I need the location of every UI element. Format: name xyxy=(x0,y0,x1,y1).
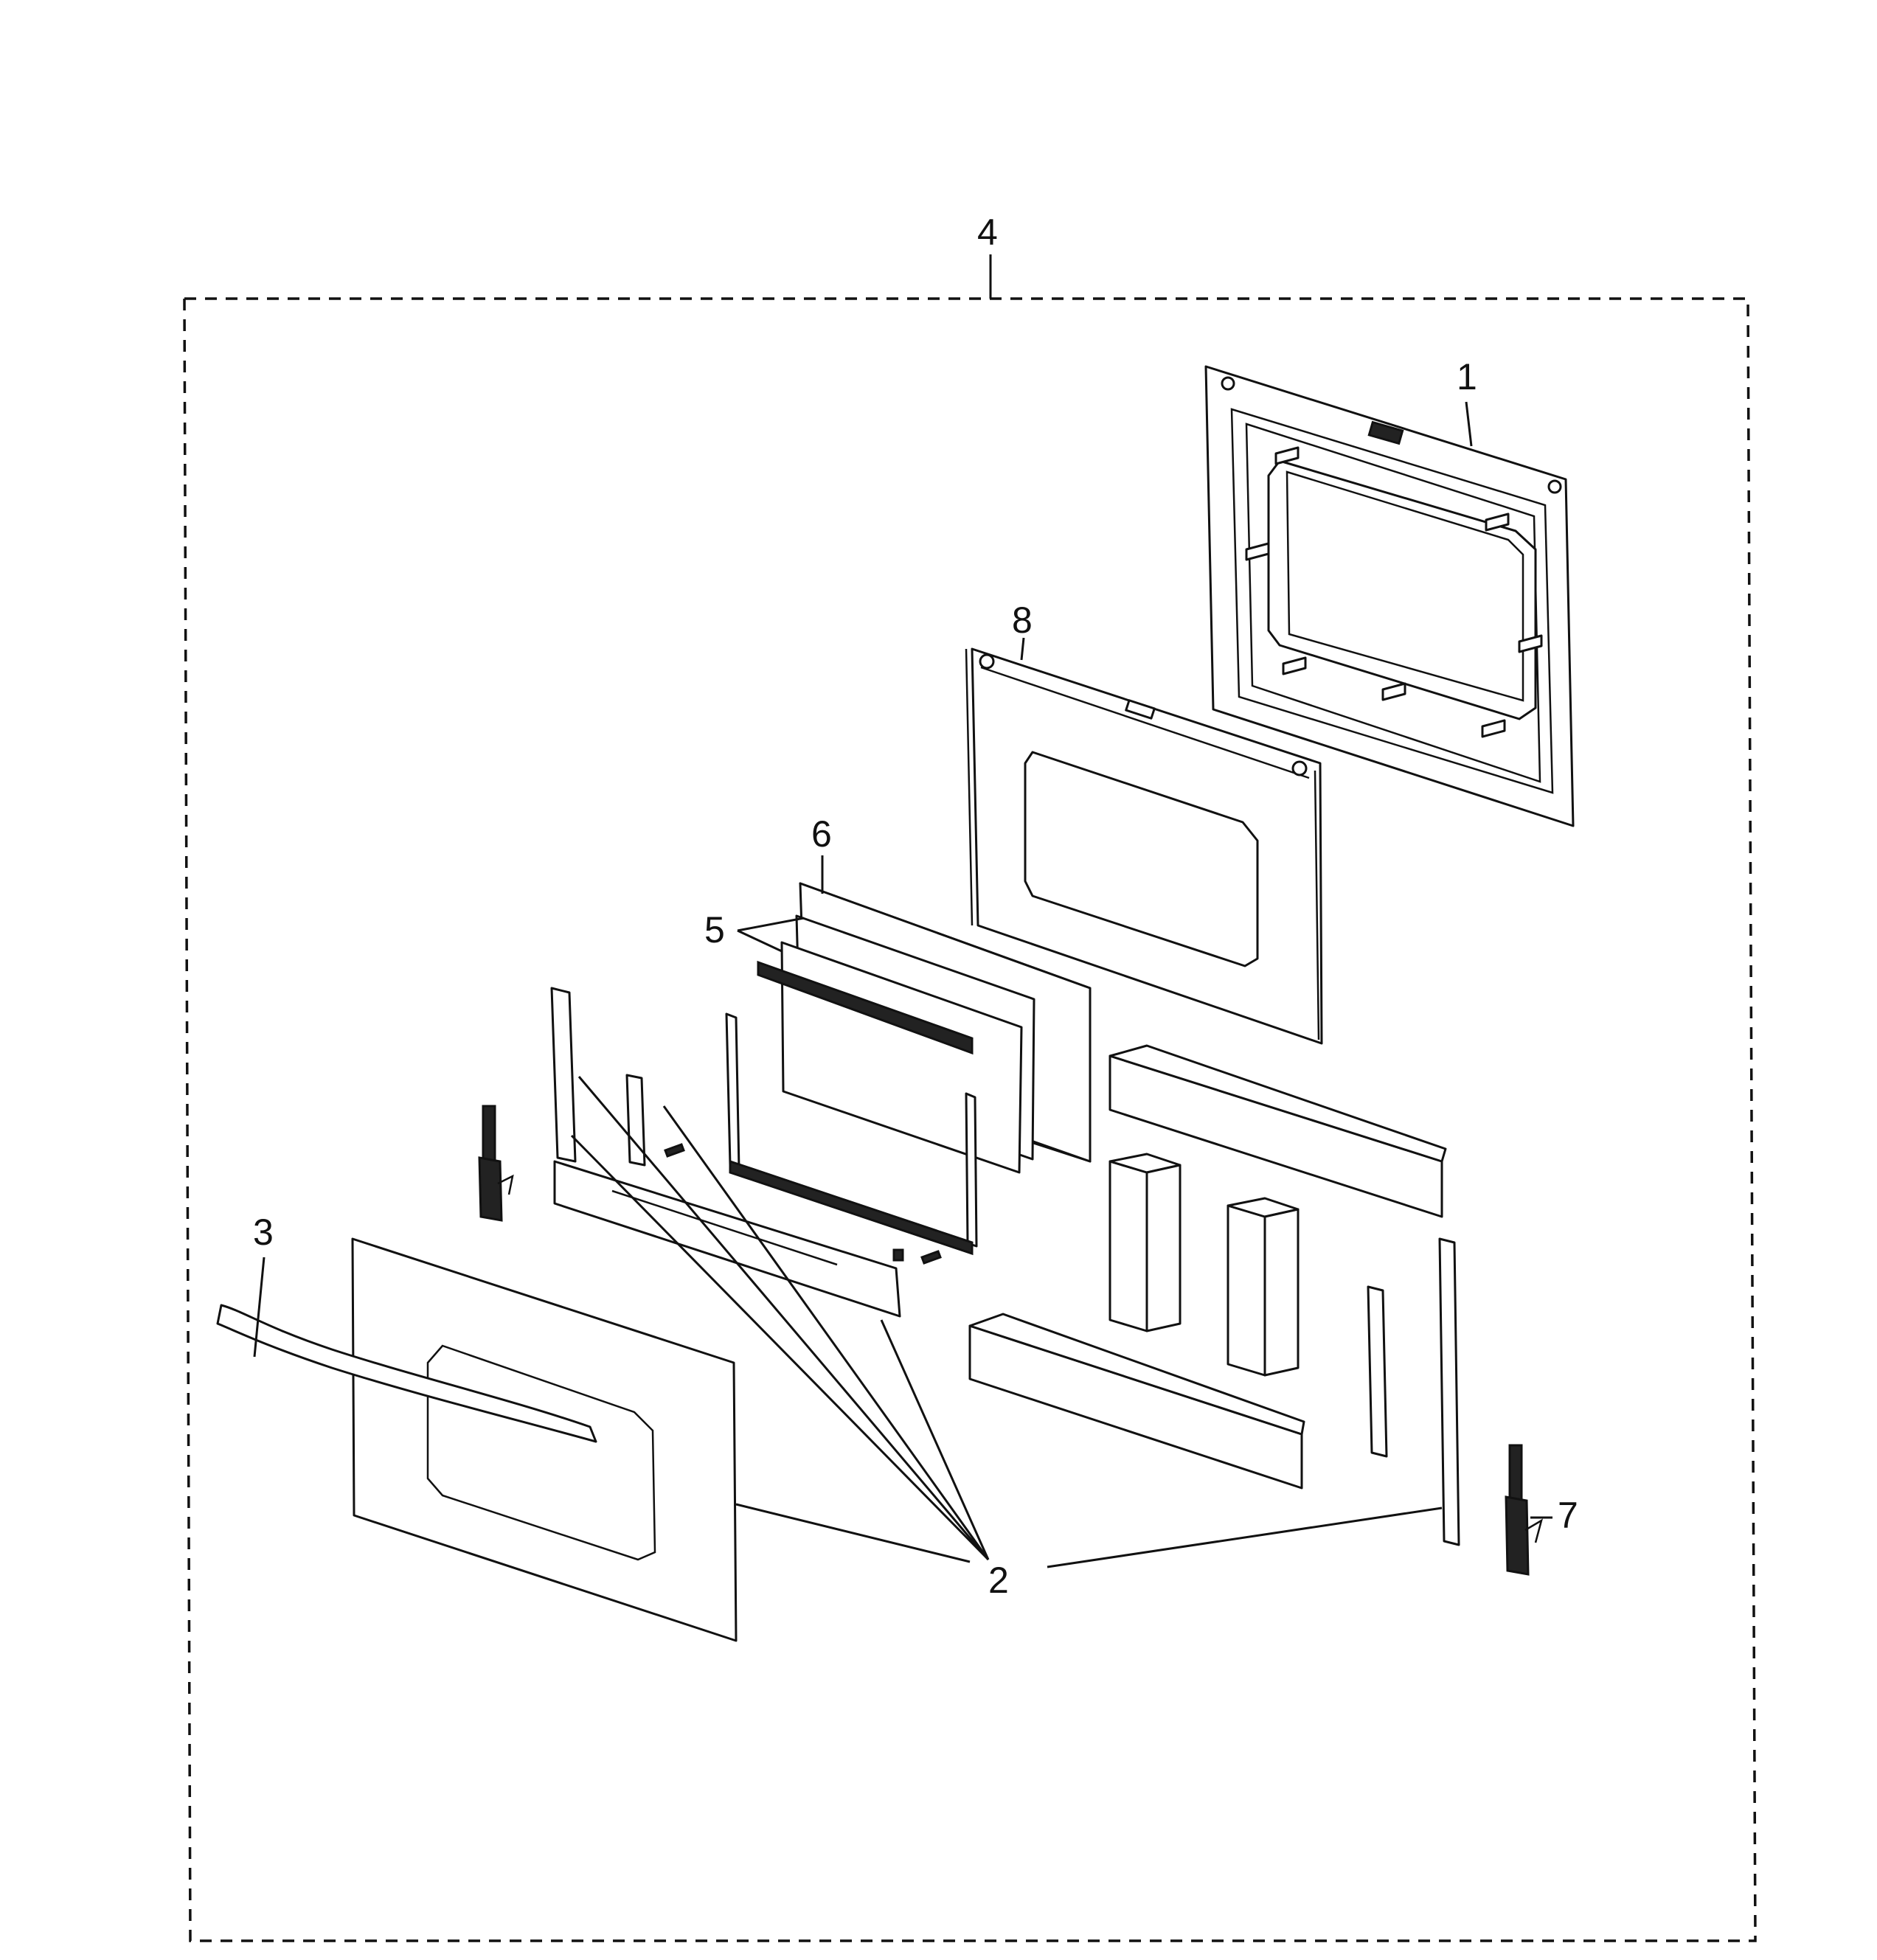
middle-frame-window xyxy=(1024,751,1259,967)
middle-frame-hole xyxy=(1291,760,1308,776)
inner-door-window-inner xyxy=(1286,470,1524,702)
outer-door-window xyxy=(426,1344,656,1561)
callout-parts-group: 2 xyxy=(988,1560,1009,1601)
callout-hinge: 7 xyxy=(1558,1495,1578,1536)
callout-glass-pair: 5 xyxy=(704,909,725,951)
leader-group-f xyxy=(1047,1507,1443,1568)
part-small-bracket xyxy=(625,1074,646,1167)
callout-glass-inner: 6 xyxy=(811,813,832,855)
inner-door-rim xyxy=(1230,408,1554,794)
leader-group-a xyxy=(577,1076,990,1560)
inner-door-window xyxy=(1267,459,1537,720)
part-glass-channel-frame xyxy=(725,1012,978,1256)
screws xyxy=(664,1143,942,1265)
inner-door-clips xyxy=(1245,446,1543,738)
middle-frame-slot xyxy=(1125,699,1156,720)
bottom-trim-slot xyxy=(611,1189,838,1266)
middle-frame-left-rail xyxy=(965,648,974,926)
glass-top-seal xyxy=(757,960,974,1055)
leader-glass-pair-a xyxy=(737,917,805,932)
channel-frame-right xyxy=(965,1092,978,1248)
insulation-bottom-block-face xyxy=(968,1313,1305,1436)
screw xyxy=(920,1250,942,1265)
leader-glass-pair-b xyxy=(737,929,783,953)
part-insulation xyxy=(968,1044,1447,1490)
middle-frame-top-flange xyxy=(980,666,1310,779)
hinge-rod xyxy=(1508,1444,1523,1502)
insulation-small-block-left-side xyxy=(1145,1164,1182,1332)
middle-frame-hole xyxy=(979,653,995,670)
insulation-top-block-face xyxy=(1108,1044,1447,1163)
inner-door-latch-slot xyxy=(1367,420,1404,445)
leader-inner-door xyxy=(1465,401,1473,447)
leader-group-c xyxy=(662,1105,990,1560)
part-inner-door-panel xyxy=(1204,365,1575,827)
callout-assembly: 4 xyxy=(977,212,998,253)
inner-door-rim-inner xyxy=(1245,423,1541,783)
channel-frame-left xyxy=(725,1012,740,1170)
part-door-handle xyxy=(216,1304,597,1443)
outer-door-outline xyxy=(351,1237,738,1642)
leader-middle-frame xyxy=(1020,637,1025,661)
leader-group-b xyxy=(570,1134,990,1561)
insulation-small-block-left xyxy=(1108,1160,1148,1332)
inner-door-screw-hole xyxy=(1547,479,1562,494)
leader-lines xyxy=(253,254,1552,1568)
hinge-arm xyxy=(497,1174,514,1195)
middle-frame-right-rail xyxy=(1314,770,1320,1040)
hinge-body xyxy=(478,1156,503,1222)
leader-group-e xyxy=(735,1503,971,1563)
leader-group-d xyxy=(880,1319,990,1560)
insulation-small-block-right xyxy=(1227,1204,1266,1377)
part-right-trim-strip xyxy=(1438,1237,1460,1546)
inner-door-screw-hole xyxy=(1221,376,1235,391)
part-hinge-left xyxy=(478,1105,514,1222)
hinge-arm xyxy=(1524,1518,1543,1543)
part-right-bracket xyxy=(1367,1285,1388,1458)
screw xyxy=(664,1143,685,1158)
insulation-small-block-right-side xyxy=(1263,1208,1300,1377)
callout-middle-frame: 8 xyxy=(1012,600,1033,641)
screw-head xyxy=(892,1248,904,1262)
part-hinge-right xyxy=(1505,1444,1543,1576)
part-left-trim-strip xyxy=(550,987,577,1163)
part-outer-door-panel xyxy=(351,1237,738,1642)
hinge-body xyxy=(1505,1495,1530,1576)
assembly-boundary xyxy=(183,297,1757,1942)
channel-frame-bottom xyxy=(729,1159,974,1256)
callout-inner-door: 1 xyxy=(1457,356,1477,397)
hinge-rod xyxy=(482,1105,496,1163)
part-middle-frame xyxy=(965,647,1323,1045)
callout-handle: 3 xyxy=(253,1212,274,1253)
leader-handle xyxy=(253,1257,266,1358)
